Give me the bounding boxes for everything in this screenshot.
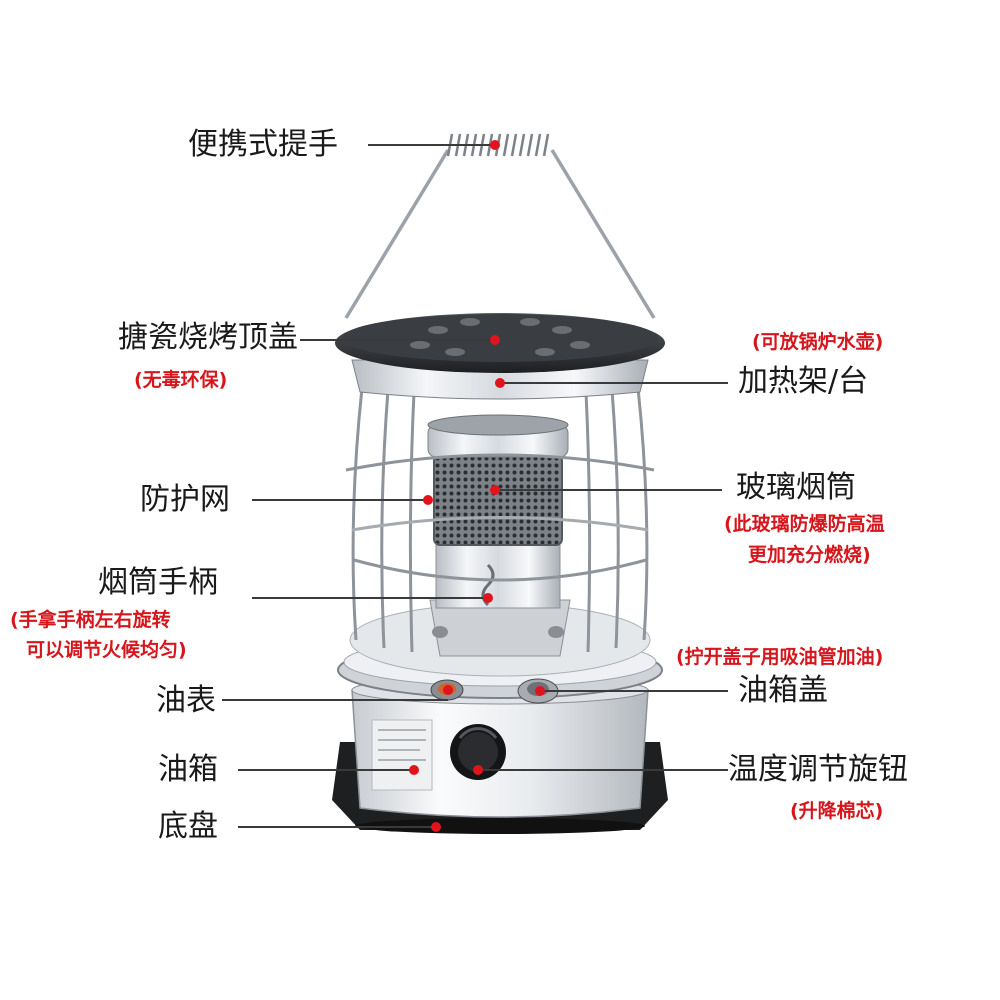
- note-heating-rack: (可放锅炉水壶): [752, 331, 884, 353]
- note-glass-chimney-2: 更加充分燃烧): [748, 544, 871, 566]
- guard-cage: [345, 387, 655, 653]
- top-lid-shape: [335, 313, 665, 373]
- leader-lines: [222, 144, 728, 828]
- note-tank-cap: (拧开盖子用吸油管加油): [676, 646, 884, 668]
- marker-tank-cap: [535, 686, 545, 696]
- note-glass-chimney-1: (此玻璃防爆防高温: [724, 513, 885, 535]
- label-fuel-gauge: 油表: [156, 683, 216, 718]
- label-glass-chimney: 玻璃烟筒: [736, 470, 856, 505]
- label-portable-handle: 便携式提手: [188, 127, 338, 162]
- label-guard-mesh: 防护网: [140, 482, 230, 517]
- marker-fuel-tank: [409, 765, 419, 775]
- marker-fuel-gauge: [443, 685, 453, 695]
- marker-heating-rack: [495, 378, 505, 388]
- note-chimney-handle-2: 可以调节火候均匀): [26, 639, 187, 661]
- portable-handle-shape: [344, 133, 656, 319]
- temperature-knob-shape: [450, 724, 506, 780]
- label-temp-knob: 温度调节旋钮: [728, 752, 908, 787]
- marker-glass: [490, 485, 500, 495]
- marker-handle: [490, 140, 500, 150]
- marker-knob: [473, 765, 483, 775]
- marker-guard: [423, 495, 433, 505]
- marker-chimney-handle: [483, 593, 493, 603]
- marker-dots: [409, 140, 545, 832]
- label-top-lid: 搪瓷烧烤顶盖: [118, 320, 298, 355]
- note-top-lid: (无毒环保): [134, 369, 228, 391]
- label-heating-rack: 加热架/台: [738, 364, 869, 399]
- label-fuel-tank: 油箱: [158, 752, 218, 787]
- note-chimney-handle-1: (手拿手柄左右旋转: [10, 609, 171, 631]
- marker-base: [431, 822, 441, 832]
- label-tank-cap: 油箱盖: [738, 673, 828, 708]
- glass-chimney-shape: [427, 414, 569, 609]
- note-temp-knob: (升降棉芯): [790, 800, 884, 822]
- label-base: 底盘: [158, 809, 218, 844]
- marker-top-lid: [490, 335, 500, 345]
- burner-base: [429, 599, 571, 657]
- label-chimney-handle: 烟筒手柄: [98, 565, 218, 600]
